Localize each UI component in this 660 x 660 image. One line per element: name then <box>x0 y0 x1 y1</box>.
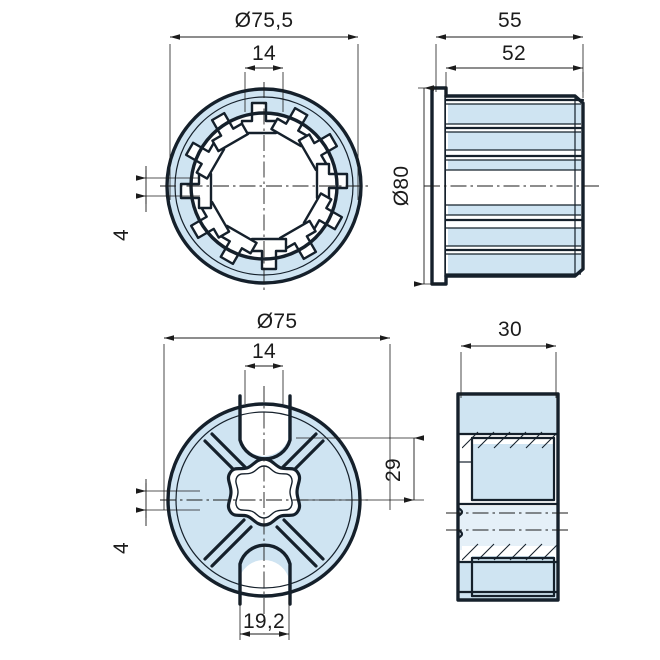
dimension-width-19-2: 19,2 <box>239 596 290 640</box>
dimension-label-dia-75: Ø75 <box>257 310 298 333</box>
dimension-dia-75: Ø75 <box>163 310 391 510</box>
dimension-label-height-29: 29 <box>382 458 405 482</box>
dimension-width-14-bottom: 14 <box>244 340 284 404</box>
dimension-dia-75-5: Ø75,5 <box>169 9 359 200</box>
ring-spline-teeth <box>179 101 349 271</box>
dimension-label-len-55: 55 <box>498 9 522 32</box>
ring-body <box>165 87 363 285</box>
view-adapter-ring-front: Ø75,5 14 4 <box>110 9 370 292</box>
ring-side-rib-lines <box>444 98 585 275</box>
section-outlines <box>456 392 560 602</box>
dimension-label-gap-4-top: 4 <box>110 229 133 241</box>
view-driver-disc-front: Ø75 14 29 4 19 <box>110 310 424 640</box>
dimension-len-52: 52 <box>445 42 584 98</box>
dimension-label-dia-75-5: Ø75,5 <box>235 9 294 32</box>
dimension-label-len-30: 30 <box>498 318 522 341</box>
ring-side-ribs <box>448 104 581 274</box>
dimension-dia-80: Ø80 <box>390 85 440 287</box>
view-adapter-ring-side: 55 52 Ø80 <box>390 9 600 287</box>
dimension-label-dia-80: Ø80 <box>390 166 413 207</box>
dimension-gap-4-bottom: 4 <box>110 479 200 554</box>
dimension-len-55: 55 <box>435 9 584 92</box>
dimension-label-width-19-2: 19,2 <box>243 610 285 633</box>
dimension-gap-4-top: 4 <box>110 166 200 241</box>
dimension-len-30: 30 <box>460 318 557 398</box>
view-driver-disc-section: 30 <box>446 318 570 602</box>
dimension-label-width-14-top: 14 <box>252 42 276 65</box>
dimension-label-gap-4-bottom: 4 <box>110 542 133 554</box>
dimension-label-len-52: 52 <box>502 42 526 65</box>
dimension-height-29: 29 <box>296 435 424 503</box>
dimension-label-width-14-bottom: 14 <box>252 340 276 363</box>
dimension-width-14-top: 14 <box>244 42 284 112</box>
